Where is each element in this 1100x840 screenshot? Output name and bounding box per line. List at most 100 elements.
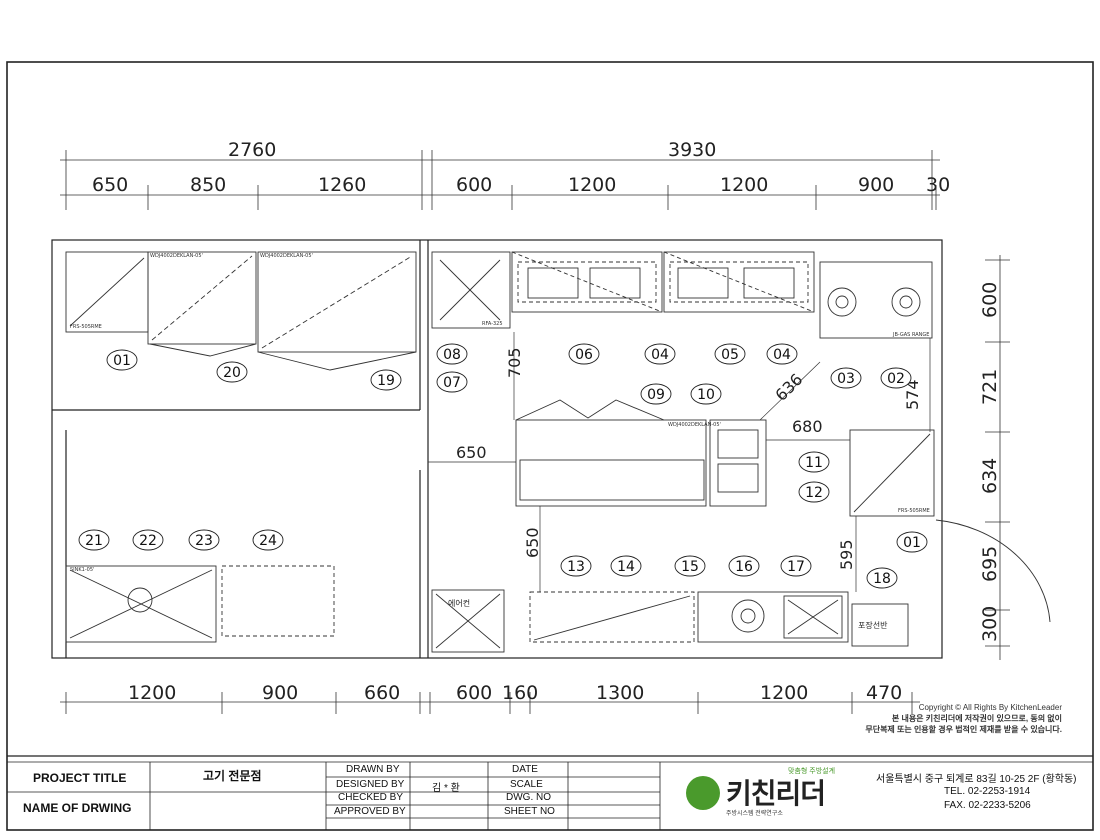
logo-mark-icon bbox=[686, 776, 720, 810]
sheet-border bbox=[6, 61, 1094, 831]
callout-text: 22 bbox=[139, 533, 157, 549]
dim-right-seg: 695 bbox=[979, 546, 1001, 582]
callout-16: 16 bbox=[728, 555, 760, 577]
callout-14: 14 bbox=[610, 555, 642, 577]
dim-bottom-seg: 1200 bbox=[128, 682, 176, 704]
dim-bottom-seg: 600 bbox=[456, 682, 492, 704]
dim-inner: 574 bbox=[903, 379, 922, 410]
dim-top-seg: 1200 bbox=[568, 174, 616, 196]
callout-10: 10 bbox=[690, 383, 722, 405]
dim-top-seg: 600 bbox=[456, 174, 492, 196]
callout-text: 01 bbox=[113, 353, 131, 369]
dim-inner: 705 bbox=[505, 347, 524, 378]
company-tel: TEL. 02-2253-1914 bbox=[944, 786, 1031, 797]
copyright-line: Copyright © All Rights By KitchenLeader bbox=[919, 703, 1063, 712]
callout-text: 24 bbox=[259, 533, 277, 549]
callout-02: 02 bbox=[880, 367, 912, 389]
dim-right-seg: 634 bbox=[979, 458, 1001, 494]
dim-inner: 636 bbox=[771, 370, 806, 405]
dim-bottom-seg: 900 bbox=[262, 682, 298, 704]
callout-text: 08 bbox=[443, 347, 461, 363]
callout-12: 12 bbox=[798, 481, 830, 503]
walls bbox=[51, 239, 943, 659]
dim-top-seg: 30 bbox=[926, 174, 950, 196]
dim-top-seg: 1260 bbox=[318, 174, 366, 196]
date-label: DATE bbox=[512, 764, 538, 775]
callout-text: 10 bbox=[697, 387, 715, 403]
center-island bbox=[515, 399, 935, 517]
rfa-label: RFA-325 bbox=[482, 321, 503, 327]
dim-inner: 595 bbox=[837, 539, 856, 570]
sink-label: SINK1-05' bbox=[70, 567, 94, 573]
callout-text: 07 bbox=[443, 375, 461, 391]
callout-11: 11 bbox=[798, 451, 830, 473]
callout-text: 23 bbox=[195, 533, 213, 549]
callout-20: 20 bbox=[216, 361, 248, 383]
callout-21: 21 bbox=[78, 529, 110, 551]
callout-04: 04 bbox=[766, 343, 798, 365]
gas-label: JB-GAS RANGE bbox=[892, 332, 929, 338]
callout-text: 21 bbox=[85, 533, 103, 549]
wdj-label: WDJ4002DEKLAN-05' bbox=[668, 422, 721, 428]
callout-text: 19 bbox=[377, 373, 395, 389]
dim-top-total-2: 3930 bbox=[668, 139, 716, 161]
callout-07: 07 bbox=[436, 371, 468, 393]
callout-04: 04 bbox=[644, 343, 676, 365]
project-title-label: PROJECT TITLE bbox=[33, 771, 127, 785]
callout-text: 14 bbox=[617, 559, 635, 575]
bottom-equipment-row bbox=[65, 519, 1051, 653]
dim-right-seg: 600 bbox=[979, 282, 1001, 318]
dim-bottom-seg: 1200 bbox=[760, 682, 808, 704]
dim-bottom-seg: 470 bbox=[866, 682, 902, 704]
dim-right-seg: 300 bbox=[979, 606, 1001, 642]
callout-05: 05 bbox=[714, 343, 746, 365]
callout-03: 03 bbox=[830, 367, 862, 389]
drawing-name-label: NAME OF DRWING bbox=[23, 801, 132, 815]
top-dimension-lines bbox=[60, 150, 940, 210]
dim-top-seg: 900 bbox=[858, 174, 894, 196]
dim-inner: 650 bbox=[456, 443, 487, 462]
dim-top-total-1: 2760 bbox=[228, 139, 276, 161]
logo-text: 키친리더 bbox=[726, 778, 826, 809]
callout-19: 19 bbox=[370, 369, 402, 391]
logo-tagline: 맞춤형 주방설계 bbox=[788, 768, 836, 775]
dwg-no-label: DWG. NO bbox=[506, 792, 551, 803]
packing-shelf-label: 포장선반 bbox=[858, 620, 888, 630]
callout-text: 05 bbox=[721, 347, 739, 363]
copyright-line: 본 내용은 키친리더에 저작권이 있으므로, 동의 없이 bbox=[892, 713, 1062, 723]
callout-22: 22 bbox=[132, 529, 164, 551]
callout-text: 15 bbox=[681, 559, 699, 575]
callout-13: 13 bbox=[560, 555, 592, 577]
callout-text: 01 bbox=[903, 535, 921, 551]
callout-text: 09 bbox=[647, 387, 665, 403]
bottom-dimension-lines bbox=[60, 692, 920, 714]
callout-text: 17 bbox=[787, 559, 805, 575]
callout-01: 01 bbox=[896, 531, 928, 553]
callout-06: 06 bbox=[568, 343, 600, 365]
callout-24: 24 bbox=[252, 529, 284, 551]
designer-value: 김 * 환 bbox=[432, 783, 460, 794]
dim-bottom-seg: 160 bbox=[502, 682, 538, 704]
frs-label: FRS-505RME bbox=[70, 324, 102, 330]
approved-by-label: APPROVED BY bbox=[334, 806, 406, 817]
callout-text: 13 bbox=[567, 559, 585, 575]
callout-text: 03 bbox=[837, 371, 855, 387]
drawn-by-label: DRAWN BY bbox=[346, 764, 400, 775]
callout-text: 18 bbox=[873, 571, 891, 587]
callout-18: 18 bbox=[866, 567, 898, 589]
company-fax: FAX. 02-2233-5206 bbox=[944, 800, 1031, 811]
scale-label: SCALE bbox=[510, 779, 543, 790]
top-equipment-row bbox=[431, 251, 933, 339]
right-dimension-lines bbox=[985, 255, 1010, 660]
callout-23: 23 bbox=[188, 529, 220, 551]
project-title-value: 고기 전문점 bbox=[203, 769, 262, 783]
dim-inner: 650 bbox=[523, 527, 542, 558]
callout-labels: 01 20 19 08 07 06 04 05 04 03 02 09 10 11 12 01 21 22 23 24… bbox=[78, 343, 928, 589]
walk-label: WDJ4002DEKLAN-05' bbox=[150, 253, 203, 259]
logo-sub: 주방시스템 전략연구소 bbox=[726, 811, 783, 817]
callout-text: 02 bbox=[887, 371, 905, 387]
checked-by-label: CHECKED BY bbox=[338, 792, 404, 803]
sheet-no-label: SHEET NO bbox=[504, 806, 555, 817]
walk-in-refrigerators bbox=[65, 251, 417, 371]
